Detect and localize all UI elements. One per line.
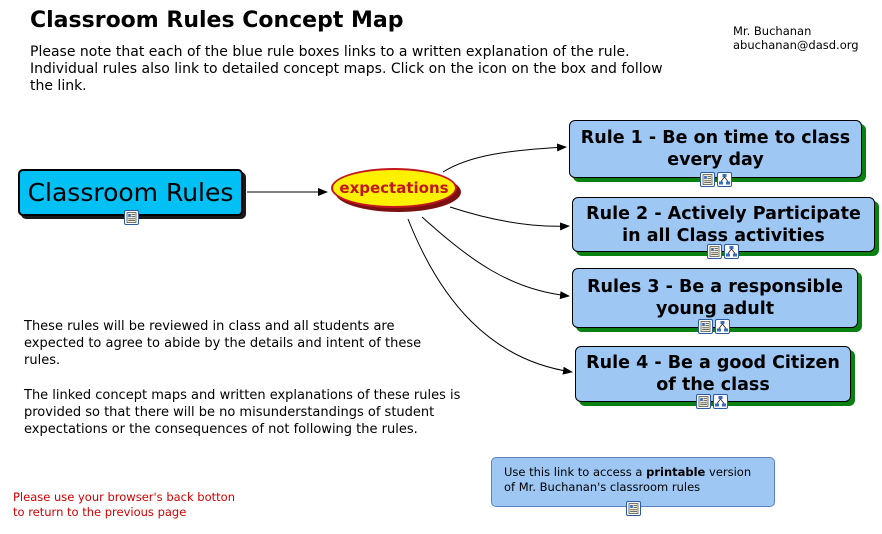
- concept-map-icon[interactable]: [715, 319, 730, 334]
- back-note-line-2: to return to the previous page: [13, 505, 187, 519]
- link-to-rule-2: [449, 206, 570, 231]
- rule-2-line-1: Rule 2 - Actively Participate: [586, 203, 861, 224]
- rule-4-line-2: of the class: [656, 375, 770, 395]
- rule-3-line-1: Rules 3 - Be a responsible: [587, 277, 843, 297]
- printable-text-after: version of Mr. Buchanan's classroom rule…: [504, 465, 752, 494]
- root-concept: Classroom Rules: [18, 169, 243, 216]
- back-note-line-1: Please use your browser's back botton: [13, 490, 235, 504]
- rule-2-line-2: in all Class activities: [622, 225, 825, 246]
- document-icon[interactable]: [626, 501, 641, 516]
- document-icon[interactable]: [698, 319, 713, 334]
- rule-3-line-2: young adult: [655, 299, 775, 319]
- concept-map-icon[interactable]: [713, 394, 728, 409]
- rule-4-line-1: Rule 4 - Be a good Citizen: [586, 353, 840, 373]
- rule-1-line-2: every day: [667, 150, 764, 170]
- review-note: These rules will be reviewed in class an…: [24, 319, 422, 368]
- link-to-rule-4: [407, 218, 573, 375]
- linked-maps-note: The linked concept maps and written expl…: [24, 388, 461, 437]
- rule-1-line-1: Rule 1 - Be on time to class: [580, 128, 851, 148]
- back-button-note: Please use your browser's back botton to…: [13, 490, 235, 520]
- concept-map-icon[interactable]: [717, 172, 732, 187]
- document-icon[interactable]: [700, 172, 715, 187]
- linking-phrase-expectations: expectations: [331, 168, 457, 208]
- document-icon[interactable]: [124, 210, 139, 225]
- concept-map-icon[interactable]: [724, 244, 739, 259]
- author-name: Mr. Buchanan: [733, 24, 812, 38]
- link-to-rule-3: [421, 216, 570, 300]
- document-icon[interactable]: [707, 244, 722, 259]
- page-title: Classroom Rules Concept Map: [30, 8, 404, 33]
- author-info: Mr. Buchanan abuchanan@dasd.org: [733, 24, 859, 52]
- link-to-rule-1: [442, 143, 567, 173]
- document-icon[interactable]: [696, 394, 711, 409]
- author-email: abuchanan@dasd.org: [733, 38, 859, 52]
- intro-text: Please note that each of the blue rule b…: [30, 44, 663, 94]
- printable-text-before: Use this link to access a: [504, 465, 647, 479]
- printable-version-box: Use this link to access a printable vers…: [491, 457, 775, 507]
- printable-text-bold: printable: [646, 465, 706, 479]
